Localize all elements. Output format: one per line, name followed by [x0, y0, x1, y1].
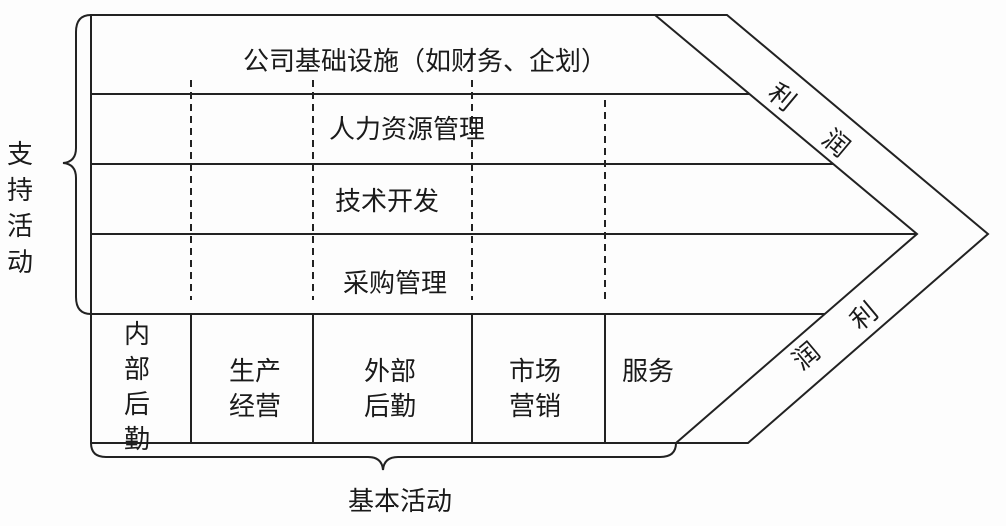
primary-brace	[90, 442, 677, 471]
support-brace	[62, 14, 92, 315]
primary-label: 基本活动	[348, 487, 452, 517]
inner-margin-border	[654, 14, 919, 444]
margin-upper-char: 润	[816, 124, 855, 164]
margin-upper-char: 利	[762, 78, 801, 118]
operations: 生产经营	[229, 357, 281, 422]
procurement: 采购管理	[343, 269, 447, 299]
technology-development: 技术开发	[335, 187, 439, 217]
support-label: 支持活动	[7, 140, 33, 278]
firm-infrastructure: 公司基础设施（如财务、企划）	[243, 47, 607, 77]
inbound-logistics: 内部后勤	[124, 320, 150, 455]
outer-arrow-border	[90, 14, 990, 444]
marketing-sales: 市场营销	[509, 357, 561, 422]
service: 服务	[622, 357, 674, 387]
hr-management: 人力资源管理	[329, 115, 485, 145]
outbound-logistics: 外部后勤	[364, 357, 416, 422]
